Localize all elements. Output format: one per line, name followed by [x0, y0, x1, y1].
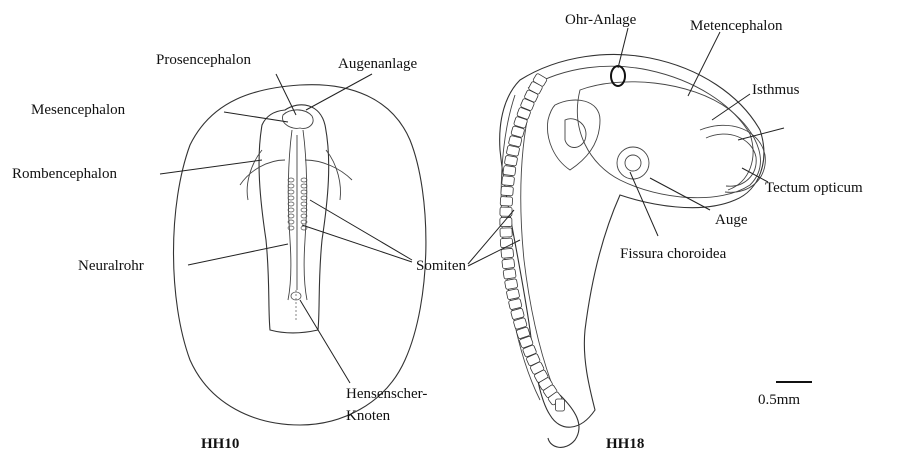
somite-block	[504, 155, 517, 166]
hh10-area-pellucida	[174, 85, 426, 425]
somite-block	[501, 248, 514, 258]
scale-bar-label: 0.5mm	[758, 392, 800, 408]
hh10-embryo-body	[259, 105, 329, 333]
hh10-head-fold	[283, 110, 314, 129]
somite-block	[500, 228, 512, 237]
label-knoten: Knoten	[346, 408, 391, 424]
somite-block	[502, 176, 515, 186]
somite-block	[506, 289, 520, 300]
label-tectum-opticum: Tectum opticum	[765, 180, 863, 196]
hh18-eye-outer	[617, 147, 649, 179]
somite-block	[502, 259, 515, 269]
label-neuralrohr: Neuralrohr	[78, 258, 144, 274]
label-fissura-choroidea: Fissura choroidea	[620, 246, 727, 262]
label-prosencephalon: Prosencephalon	[156, 52, 251, 68]
hh10-left-fold	[240, 160, 285, 185]
hh10-embryo	[174, 85, 426, 425]
hh18-body-inner	[528, 66, 753, 190]
label-isthmus: Isthmus	[752, 82, 800, 98]
caption-hh18: HH18	[606, 436, 644, 452]
somite-block	[506, 145, 520, 156]
somite-block	[503, 269, 516, 280]
hh10-somites	[288, 178, 307, 230]
hh18-eye-inner	[625, 155, 641, 171]
label-mesencephalon: Mesencephalon	[31, 102, 126, 118]
hh18-somites	[500, 73, 565, 411]
hh18-head	[577, 82, 760, 198]
hh10-leaders	[160, 74, 412, 383]
label-augenanlage: Augenanlage	[338, 56, 417, 72]
label-metencephalon: Metencephalon	[690, 18, 783, 34]
somite-block	[556, 399, 565, 411]
caption-hh10: HH10	[201, 436, 239, 452]
somite-block	[501, 186, 514, 196]
hh18-otic-vesicle	[611, 66, 625, 86]
somite-block	[503, 165, 516, 176]
label-ohr-anlage: Ohr-Anlage	[565, 12, 637, 28]
hh18-heart	[547, 100, 600, 170]
label-auge: Auge	[715, 212, 748, 228]
hh18-tectum-inner	[706, 134, 756, 186]
somite-block	[500, 197, 512, 207]
hh18-pharynx	[565, 119, 586, 148]
somite-block	[505, 279, 518, 290]
label-rombencephalon: Rombencephalon	[12, 166, 117, 182]
label-somiten: Somiten	[416, 258, 467, 274]
label-hensenscher: Hensenscher-	[346, 386, 427, 402]
